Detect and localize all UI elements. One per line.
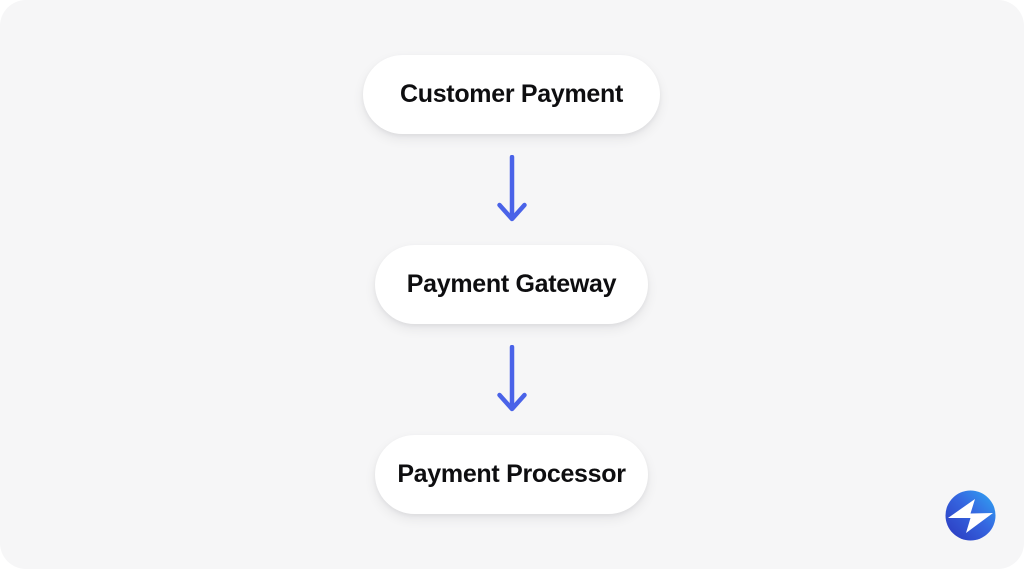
lightning-bolt-circle-logo-icon	[944, 489, 997, 542]
flow-arrow-down-icon	[487, 344, 537, 415]
flow-node-label: Payment Processor	[397, 460, 626, 488]
flow-node-customer-payment[interactable]: Customer Payment	[363, 55, 660, 134]
flow-node-label: Payment Gateway	[406, 270, 617, 298]
flow-arrow-down-icon	[487, 154, 537, 225]
flow-node-payment-processor[interactable]: Payment Processor	[375, 435, 648, 514]
flow-node-payment-gateway[interactable]: Payment Gateway	[375, 245, 648, 324]
flow-node-label: Customer Payment	[399, 80, 624, 108]
